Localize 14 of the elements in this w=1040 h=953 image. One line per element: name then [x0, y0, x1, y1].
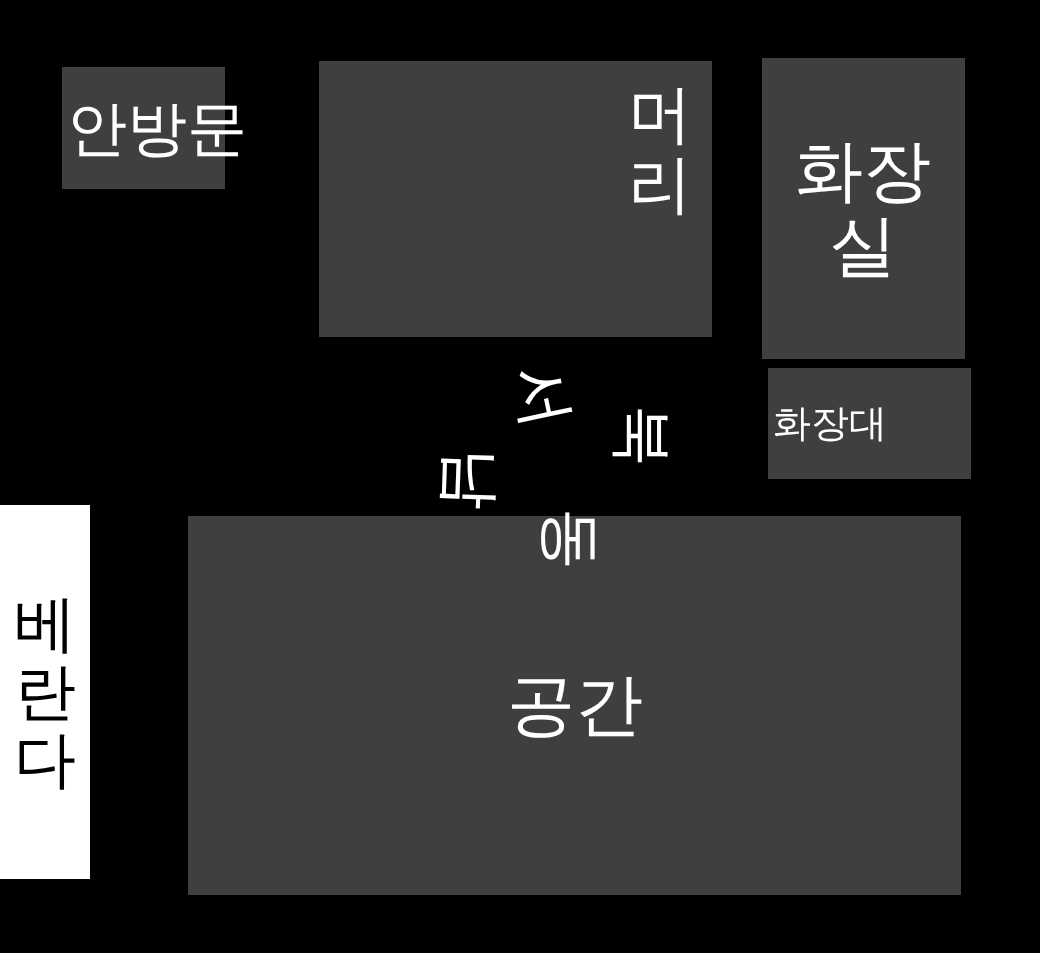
floor-note: 남: [438, 446, 504, 512]
room-label: 머리: [627, 79, 694, 220]
room-label: 공간: [506, 668, 643, 743]
floor-note: 서: [506, 359, 580, 433]
room-area: [319, 61, 712, 337]
floor-note: 북: [612, 405, 674, 467]
room-label: 화장실: [794, 133, 933, 284]
room-label: 화장대: [773, 402, 887, 445]
room-area: [762, 58, 965, 359]
room-area: [0, 505, 90, 879]
room-area: [768, 368, 971, 479]
room-label: 안방문: [67, 95, 247, 161]
room-label: 베란다: [13, 589, 77, 795]
floor-note: 동: [540, 508, 602, 570]
